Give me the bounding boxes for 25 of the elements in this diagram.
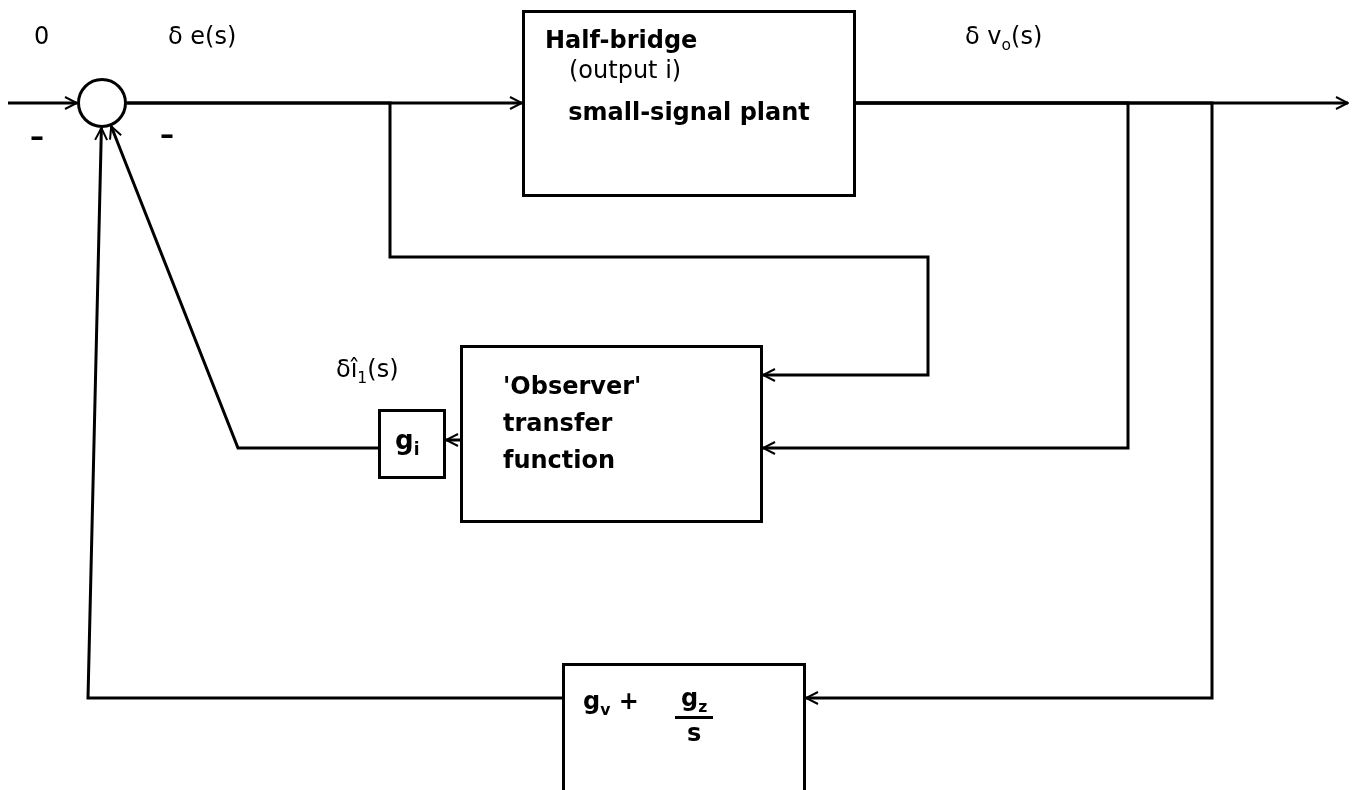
- signal-label: δ v$_{o}$(s): [965, 22, 1043, 54]
- signal-label: δî$_{1}$(s): [336, 355, 399, 387]
- sign-label: –: [160, 118, 174, 151]
- signal-arrow: [445, 433, 460, 447]
- summing-junction: [77, 78, 127, 128]
- signal-label: δ e(s): [168, 22, 237, 50]
- fraction-denominator: s: [686, 718, 703, 747]
- signal-arrow: [8, 96, 78, 110]
- sign-label: –: [30, 120, 44, 153]
- block-box: [562, 663, 806, 790]
- block-box: [378, 409, 446, 479]
- block-text: 'Observer' transfer function: [503, 371, 643, 477]
- block-title: Half-bridge: [545, 27, 698, 55]
- block-text: g$_{i}$: [395, 426, 420, 460]
- block-text: small-signal plant: [567, 97, 811, 128]
- signal-arrow: [127, 101, 930, 382]
- block-box: [460, 345, 763, 523]
- signal-label: 0: [34, 22, 50, 50]
- fraction-numerator: g$_{z}$: [675, 684, 714, 719]
- block-box: [522, 10, 856, 197]
- signal-arrow: [86, 127, 562, 700]
- signal-arrow: [109, 125, 378, 450]
- signal-arrow: [805, 101, 1214, 705]
- block-text: g$_{v}$ +: [583, 688, 639, 720]
- block-text: (output i): [569, 57, 682, 85]
